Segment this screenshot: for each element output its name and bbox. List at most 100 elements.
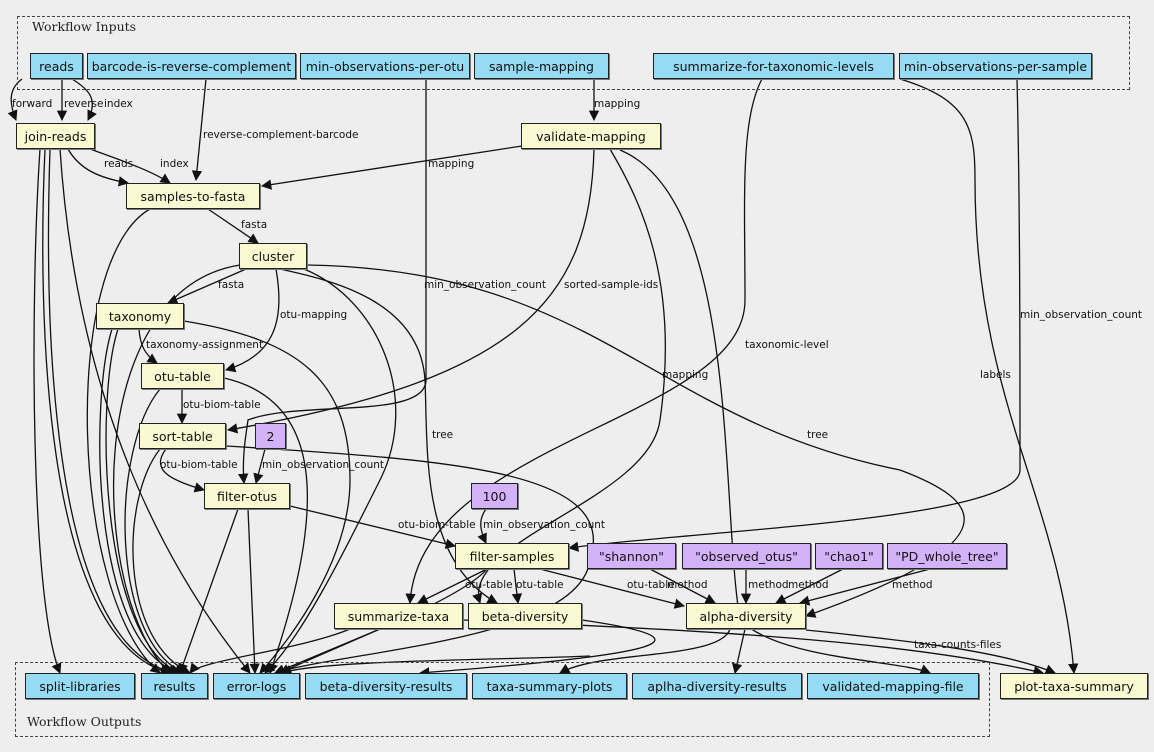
edge-label: sorted-sample-ids (564, 279, 658, 291)
edge-label: otu-biom-table (160, 459, 238, 471)
edge-validate-to-beta (472, 148, 666, 604)
step-taxonomy[interactable]: taxonomy (96, 303, 184, 329)
step-samples-to-fasta[interactable]: samples-to-fasta (126, 183, 260, 209)
edge-to-output (42, 148, 172, 676)
edge-label: method (788, 579, 829, 591)
input-summarize-for-taxonomic-levels[interactable]: summarize-for-taxonomic-levels (653, 53, 894, 79)
edge-filterotus-to-filtersamples (289, 505, 457, 549)
edge-to-output (619, 149, 931, 675)
output-beta-diversity-results[interactable]: beta-diversity-results (305, 673, 467, 699)
param-shannon[interactable]: "shannon" (587, 543, 676, 569)
param-100[interactable]: 100 (471, 483, 518, 509)
input-min-observations-per-otu[interactable]: min-observations-per-otu (300, 53, 470, 79)
step-otu-table[interactable]: otu-table (141, 363, 224, 389)
edge-to-output (189, 628, 351, 674)
input-reads[interactable]: reads (30, 53, 83, 79)
step-join-reads[interactable]: join-reads (16, 123, 95, 149)
output-taxa-summary-plots[interactable]: taxa-summary-plots (472, 673, 627, 699)
edge-to-output (59, 148, 251, 674)
output-aplha-diversity-results[interactable]: aplha-diversity-results (632, 673, 802, 699)
edge-label: method (667, 579, 708, 591)
param-2[interactable]: 2 (255, 423, 286, 449)
edge-s2f-to-cluster (207, 208, 259, 244)
edge-to-output (418, 619, 656, 678)
param-pd-whole-tree[interactable]: "PD_whole_tree" (887, 543, 1007, 569)
edge-label: tree (807, 429, 828, 441)
edge-to-output (805, 629, 1056, 675)
edge-label: otu-biom-table (398, 519, 476, 531)
edge-to-output (33, 148, 62, 674)
edge-to-output (124, 388, 185, 674)
edge-cluster-to-otutable (225, 268, 280, 373)
input-barcode-is-reverse-complement[interactable]: barcode-is-reverse-complement (87, 53, 296, 79)
output-validated-mapping-file[interactable]: validated-mapping-file (807, 673, 979, 699)
edge-shannon-to-alpha (649, 568, 716, 604)
edge-joinreads-to-s2f (67, 148, 130, 187)
step-sort-table[interactable]: sort-table (139, 423, 226, 449)
param-observed-otus[interactable]: "observed_otus" (682, 543, 811, 569)
input-sample-mapping[interactable]: sample-mapping (474, 53, 609, 79)
step-filter-otus[interactable]: filter-otus (204, 483, 290, 509)
edge-sumtax-to-plottaxa (899, 78, 1079, 675)
edge-sumtax-to-sumtaxa (405, 78, 763, 605)
workflow-inputs-label: Workflow Inputs (32, 19, 137, 34)
edge-label: method (748, 579, 789, 591)
step-validate-mapping[interactable]: validate-mapping (521, 123, 661, 149)
edge-to-output (86, 208, 161, 674)
step-alpha-diversity[interactable]: alpha-diversity (686, 603, 806, 629)
step-cluster[interactable]: cluster (239, 243, 307, 269)
edge-pdtree-to-alpha (798, 568, 931, 606)
workflow-inputs-cluster (17, 16, 1130, 90)
step-summarize-taxa[interactable]: summarize-taxa (334, 603, 463, 629)
edge-to-output (559, 628, 731, 674)
edge-sorttable-to-filterotus (159, 448, 205, 493)
edge-to-output (99, 328, 179, 675)
edge-label: index (104, 98, 133, 110)
output-results[interactable]: results (141, 673, 208, 699)
edge-p2-to-filterotus (253, 448, 266, 485)
edge-label: forward (12, 98, 52, 110)
edge-barcode-to-s2f (191, 78, 207, 182)
edge-label: method (892, 579, 933, 591)
edge-to-output (264, 268, 397, 674)
edge-label: fasta (218, 279, 244, 291)
edge-label: labels (980, 369, 1011, 381)
edge-label: otu-biom-table (183, 399, 261, 411)
edge-to-output (132, 448, 191, 674)
edge-reads-to-joinreads (7, 78, 23, 121)
edge-reads-to-joinreads (71, 78, 97, 121)
edge-to-output (247, 508, 260, 675)
step-plot-taxa-summary[interactable]: plot-taxa-summary (1000, 673, 1148, 699)
edge-label: otu-table (465, 579, 513, 591)
workflow-outputs-cluster (15, 662, 990, 737)
edge-label: otu-mapping (280, 309, 347, 321)
edge-label: taxonomy-assignment (146, 339, 263, 351)
step-beta-diversity[interactable]: beta-diversity (468, 603, 582, 629)
edge-minobssample-to-filtersamples (567, 78, 1021, 552)
edge-validate-to-s2f (260, 145, 523, 190)
output-split-libraries[interactable]: split-libraries (25, 673, 135, 699)
step-filter-samples[interactable]: filter-samples (455, 543, 569, 569)
edge-to-output (105, 328, 181, 675)
edge-p100-to-filtersamples (477, 508, 487, 544)
edge-label: min_observation_count (483, 519, 605, 531)
edge-label: reads (104, 158, 133, 170)
edge-label: index (160, 158, 189, 170)
edge-label: mapping (428, 158, 474, 170)
edge-label: tree (432, 429, 453, 441)
edge-label: fasta (241, 219, 267, 231)
workflow-outputs-label: Workflow Outputs (27, 714, 142, 729)
edge-label: otu-table (627, 579, 675, 591)
param-chao1[interactable]: "chao1" (815, 543, 883, 569)
output-error-logs[interactable]: error-logs (213, 673, 300, 699)
edge-to-output (281, 655, 591, 675)
edge-to-output (183, 320, 351, 674)
edge-to-output (112, 264, 241, 674)
edge-label: mapping (594, 98, 640, 110)
edge-label: reverse-complement-barcode (203, 129, 358, 141)
input-min-observations-per-sample[interactable]: min-observations-per-sample (899, 53, 1092, 79)
edge-label: min_observation_count (262, 459, 384, 471)
edge-label: otu-table (516, 579, 564, 591)
